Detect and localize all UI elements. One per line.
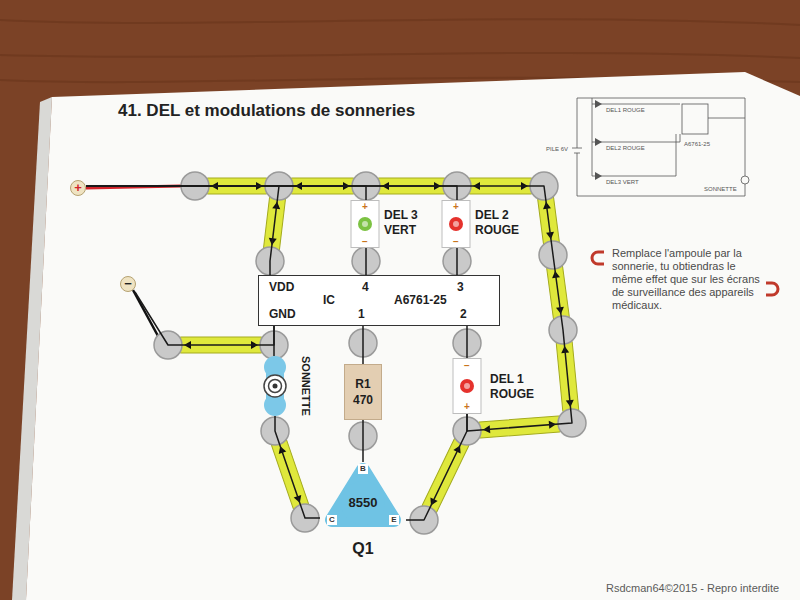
schematic-label: PILE 6V	[546, 146, 568, 153]
wire-connector	[86, 186, 457, 200]
polarity-mark: +	[450, 201, 462, 212]
pin-label: 1	[358, 307, 365, 321]
page-title: 41. DEL et modulations de sonneries	[118, 101, 415, 121]
wire-connector	[275, 416, 320, 518]
lead-letter: C	[327, 515, 337, 525]
polarity-mark: −	[450, 236, 462, 247]
part-label: SONNETTE	[299, 356, 312, 416]
led-piece: + DEL 2 ROUGE −	[441, 200, 527, 248]
pin-label: VDD	[269, 280, 294, 294]
part-value: 8550	[333, 495, 393, 510]
schematic-label: A6761-25	[684, 141, 710, 148]
battery-terminal: +	[70, 180, 86, 196]
schematic-label: DEL3 VERT	[606, 179, 639, 186]
note-text: Remplace l'ampoule par la sonnerie, tu o…	[612, 247, 762, 312]
part-label: Q1	[338, 540, 388, 558]
polarity-mark: +	[461, 401, 473, 412]
resistor-piece: R1 470	[344, 364, 382, 420]
wire-connector	[362, 326, 364, 364]
transistor-piece: B 8550C E Q1	[320, 462, 406, 562]
lead-letter: B	[358, 464, 368, 474]
wire-connector	[456, 248, 458, 275]
schematic-label: SONNETTE	[704, 186, 737, 193]
led-piece: + DEL 3 VERT −	[350, 200, 430, 248]
pin-label: 4	[362, 280, 369, 294]
ic-chip: VDD 4 3IC A6761-25GND 1 2	[258, 275, 500, 326]
part-label: DEL 2 ROUGE	[475, 208, 525, 238]
wire-connector	[86, 186, 279, 275]
wire-connector	[362, 420, 364, 462]
wire-connector	[406, 414, 467, 520]
polarity-mark: −	[461, 360, 473, 371]
schematic-label: DEL1 ROUGE	[606, 107, 645, 114]
polarity-mark: −	[121, 277, 135, 291]
pin-label: 3	[457, 280, 464, 294]
wire-connector	[466, 326, 468, 358]
pin-label: GND	[269, 307, 296, 321]
polarity-mark: +	[71, 181, 85, 195]
wire-connector	[135, 292, 274, 345]
pin-label: A6761-25	[394, 293, 447, 307]
pin-label: 2	[460, 307, 467, 321]
part-label: DEL 3 VERT	[384, 208, 426, 238]
polarity-mark: +	[359, 201, 371, 212]
buzzer-piece: SONNETTE	[252, 356, 314, 416]
schematic-label: DEL2 ROUGE	[606, 145, 645, 152]
wire-connector	[86, 186, 572, 431]
watermark: Rsdcman64©2015 - Repro interdite	[606, 582, 779, 595]
polarity-mark: −	[359, 236, 371, 247]
wire-connector	[273, 326, 275, 356]
lead-letter: E	[389, 515, 399, 525]
part-label: R1 470	[345, 376, 381, 408]
led-piece: − DEL 1 ROUGE +	[452, 358, 544, 414]
part-label: DEL 1 ROUGE	[490, 372, 542, 402]
wire-connector	[86, 186, 366, 200]
pin-label: IC	[323, 293, 335, 307]
battery-terminal: −	[120, 276, 136, 292]
wire-connector	[365, 248, 367, 275]
